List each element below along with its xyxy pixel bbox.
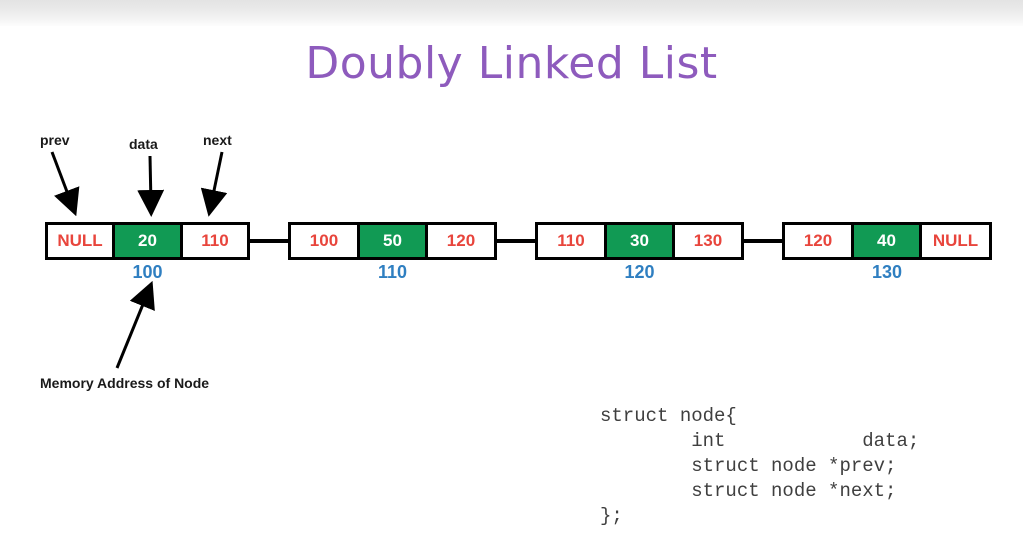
slide-top-band [0, 0, 1023, 26]
arrow-next [200, 151, 228, 217]
node-prev-cell: 100 [291, 225, 357, 257]
node-connector [497, 239, 535, 243]
page-title: Doubly Linked List [305, 38, 718, 89]
node-data-cell: 20 [112, 225, 183, 257]
code-line-2: int data; [600, 430, 920, 452]
node-address-label: 120 [624, 262, 655, 282]
node-prev-cell: 110 [538, 225, 604, 257]
node-next-cell: 130 [675, 225, 741, 257]
code-line-5: }; [600, 505, 623, 527]
callout-arrows [50, 151, 228, 217]
node-data-cell: 40 [851, 225, 923, 257]
node-address-label: 110 [377, 262, 408, 282]
list-node[interactable]: 110 30 130 [535, 222, 744, 260]
struct-code-block: struct node{ int data; struct node *prev… [600, 404, 919, 529]
node-prev-cell: NULL [48, 225, 113, 257]
list-node[interactable]: NULL 20 110 [45, 222, 250, 260]
node-data-cell: 30 [603, 225, 675, 257]
callout-label-data: data [129, 136, 158, 152]
arrow-prev [50, 151, 80, 217]
code-line-1: struct node{ [600, 405, 737, 427]
node-next-cell: NULL [922, 225, 989, 257]
memory-address-note: Memory Address of Node [40, 375, 210, 391]
arrow-data [137, 155, 165, 217]
node-address-label: 130 [871, 262, 903, 282]
callout-label-next: next [203, 132, 232, 148]
node-next-cell: 120 [428, 225, 494, 257]
node-address-label: 100 [132, 262, 163, 282]
node-connector [744, 239, 782, 243]
node-next-cell: 110 [183, 225, 248, 257]
node-prev-cell: 120 [785, 225, 851, 257]
arrow-memory-address [115, 280, 155, 369]
code-line-3: struct node *prev; [600, 455, 897, 477]
list-node[interactable]: 120 40 NULL [782, 222, 992, 260]
callout-label-prev: prev [40, 132, 70, 148]
memory-address-callout-arrow [115, 280, 155, 369]
node-data-cell: 50 [356, 225, 428, 257]
code-line-4: struct node *next; [600, 480, 897, 502]
node-connector [250, 239, 288, 243]
list-node[interactable]: 100 50 120 [288, 222, 497, 260]
